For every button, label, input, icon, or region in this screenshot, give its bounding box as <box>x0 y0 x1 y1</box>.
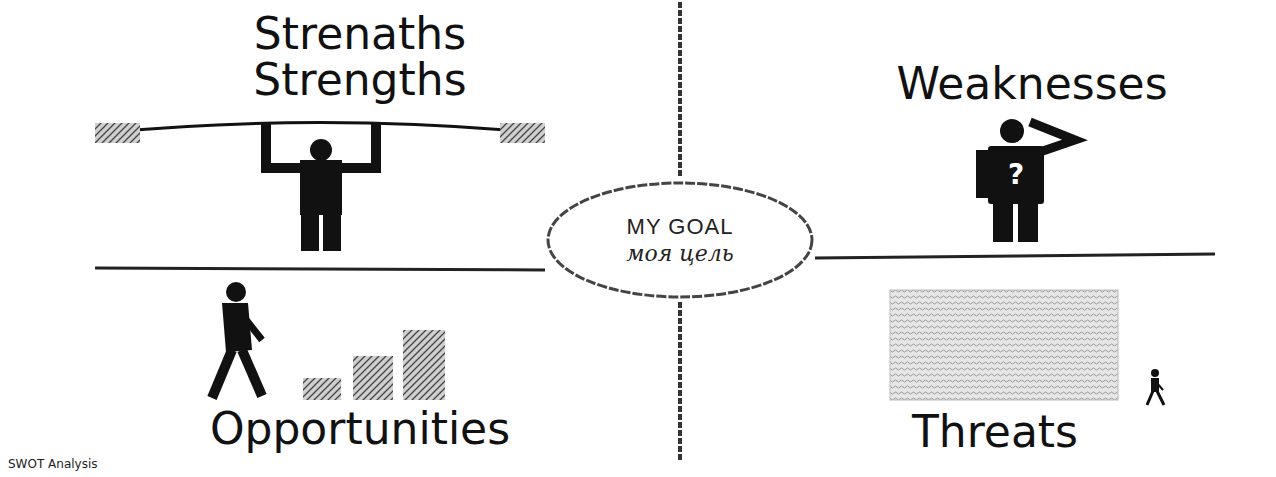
threat-wall <box>890 290 1118 400</box>
barbell-weight <box>500 123 545 143</box>
lifter-arm <box>266 124 304 168</box>
goal-text: MY GOAL <box>627 213 734 241</box>
walker-arm <box>240 312 262 340</box>
quadrant-heading: Threats <box>912 410 1078 454</box>
walker-leg <box>212 350 232 398</box>
ellipse-outline <box>548 183 812 297</box>
walker-torso <box>222 303 252 352</box>
goal-text-russian: моя цель <box>626 240 733 268</box>
caption: SWOT Analysis <box>8 458 98 470</box>
small-walker-arm <box>1156 382 1163 390</box>
quadrant-heading: Strenaths <box>254 12 466 56</box>
barbell-bar <box>100 123 540 134</box>
step-block <box>303 378 341 400</box>
step-block <box>403 330 445 400</box>
figure-leg <box>1018 204 1038 242</box>
lifter-arm <box>338 124 376 168</box>
quadrant-heading: Opportunities <box>210 407 510 451</box>
figure-torso <box>988 146 1044 204</box>
figure-backpack <box>976 150 990 198</box>
figure-leg <box>993 204 1013 242</box>
vertical-divider <box>678 2 682 178</box>
barbell-weight <box>95 123 140 143</box>
question-mark: ? <box>1008 161 1024 189</box>
walker-leg <box>242 350 262 396</box>
ellipse-outline <box>545 180 815 300</box>
horizontal-divider <box>815 254 1215 258</box>
lifter-head <box>310 139 332 161</box>
lifter-leg <box>301 213 319 251</box>
walker-head <box>226 282 246 302</box>
lifter-torso <box>300 160 342 215</box>
small-walker-head <box>1151 369 1159 377</box>
quadrant-heading: Strengths <box>253 58 466 102</box>
lifter-leg <box>323 213 341 251</box>
step-block <box>353 356 393 400</box>
horizontal-divider <box>95 268 545 270</box>
figure-head <box>1000 119 1024 143</box>
quadrant-heading: Weaknesses <box>896 62 1167 106</box>
figure-arm <box>1030 122 1075 152</box>
vertical-divider <box>678 302 682 462</box>
goal-ellipse: MY GOALмоя цель <box>545 180 815 300</box>
small-walker-leg <box>1147 391 1164 405</box>
